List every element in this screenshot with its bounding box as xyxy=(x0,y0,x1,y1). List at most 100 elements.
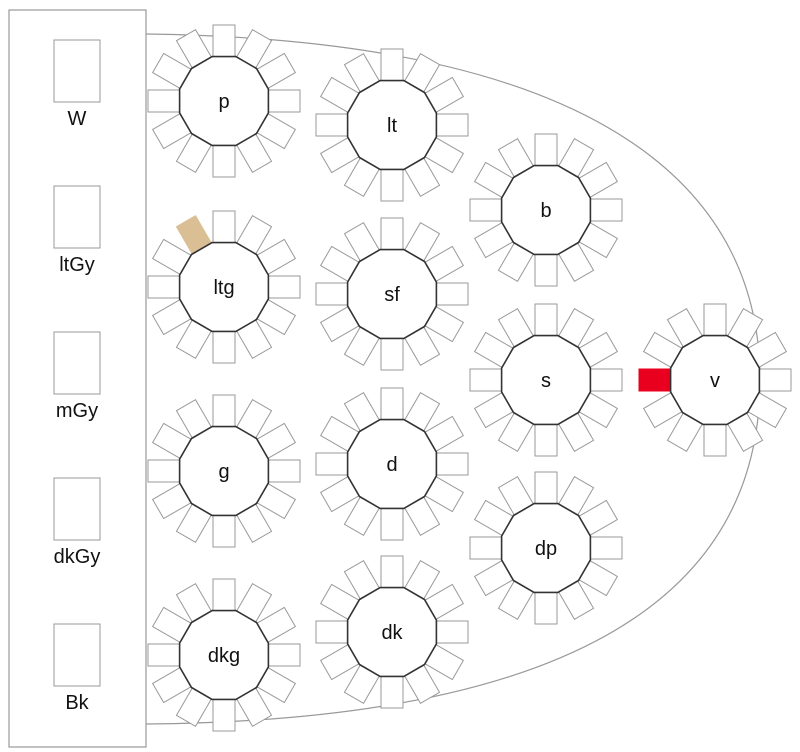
table-label: v xyxy=(710,370,720,392)
seat-lt-10[interactable] xyxy=(315,113,349,137)
seat-p-7[interactable] xyxy=(212,144,236,178)
table-top[interactable] xyxy=(178,55,270,147)
stage-slot-label: ltGy xyxy=(59,254,95,276)
table-top[interactable] xyxy=(669,334,761,426)
table-label: ltg xyxy=(213,277,234,299)
seat-dkg-10[interactable] xyxy=(147,643,181,667)
table-d: d xyxy=(315,387,469,541)
seat-sf-10[interactable] xyxy=(315,282,349,306)
seat-ltg-1[interactable] xyxy=(212,210,236,244)
table-label: d xyxy=(386,454,397,476)
seat-s-4[interactable] xyxy=(589,368,623,392)
table-top[interactable] xyxy=(346,248,438,340)
table-top[interactable] xyxy=(500,502,592,594)
seat-b-1[interactable] xyxy=(534,133,558,167)
stage-slot-label: W xyxy=(68,108,87,130)
seat-p-4[interactable] xyxy=(267,89,301,113)
seat-sf-1[interactable] xyxy=(380,217,404,251)
table-b: b xyxy=(469,133,623,287)
table-top[interactable] xyxy=(178,609,270,701)
table-dk: dk xyxy=(315,555,469,709)
seat-dkg-1[interactable] xyxy=(212,578,236,612)
seat-dp-10[interactable] xyxy=(469,536,503,560)
stage-slot-box[interactable] xyxy=(53,185,101,249)
seat-sf-4[interactable] xyxy=(435,282,469,306)
table-label: dk xyxy=(381,622,403,644)
seat-lt-7[interactable] xyxy=(380,168,404,202)
stage-slot-label: Bk xyxy=(65,692,89,714)
seat-dk-7[interactable] xyxy=(380,675,404,709)
seat-d-1[interactable] xyxy=(380,387,404,421)
stage-slot-box[interactable] xyxy=(53,331,101,395)
table-ltg: ltg xyxy=(147,210,301,364)
seat-g-7[interactable] xyxy=(212,514,236,548)
seat-v-4[interactable] xyxy=(758,368,792,392)
table-top[interactable] xyxy=(346,586,438,678)
seat-dkg-4[interactable] xyxy=(267,643,301,667)
seat-b-4[interactable] xyxy=(589,198,623,222)
seat-lt-1[interactable] xyxy=(380,48,404,82)
stage-slot-box[interactable] xyxy=(53,39,101,103)
table-top[interactable] xyxy=(178,425,270,517)
seat-g-10[interactable] xyxy=(147,459,181,483)
seat-d-7[interactable] xyxy=(380,507,404,541)
table-v: v xyxy=(638,303,792,457)
seat-dkg-7[interactable] xyxy=(212,698,236,732)
table-label: lt xyxy=(387,115,397,137)
table-label: s xyxy=(541,370,551,392)
seat-dp-4[interactable] xyxy=(589,536,623,560)
seat-dp-7[interactable] xyxy=(534,591,558,625)
table-top[interactable] xyxy=(178,241,270,333)
stage-slot-ltGy[interactable]: ltGy xyxy=(53,185,101,276)
seat-s-10[interactable] xyxy=(469,368,503,392)
stage-slot-dkGy[interactable]: dkGy xyxy=(53,477,101,568)
stage-slot-box[interactable] xyxy=(53,623,101,687)
seat-v-10[interactable] xyxy=(638,368,672,392)
table-top[interactable] xyxy=(346,418,438,510)
seat-dk-4[interactable] xyxy=(435,620,469,644)
stage-slot-W[interactable]: W xyxy=(53,39,101,130)
seat-b-10[interactable] xyxy=(469,198,503,222)
table-s: s xyxy=(469,303,623,457)
table-top[interactable] xyxy=(346,79,438,171)
seat-dk-1[interactable] xyxy=(380,555,404,589)
seat-d-10[interactable] xyxy=(315,452,349,476)
table-g: g xyxy=(147,394,301,548)
seat-p-10[interactable] xyxy=(147,89,181,113)
table-label: sf xyxy=(384,284,400,306)
table-lt: lt xyxy=(315,48,469,202)
seat-s-1[interactable] xyxy=(534,303,558,337)
stage-slot-box[interactable] xyxy=(53,477,101,541)
table-group: p ltg g dkg lt sf d dk b s dp v xyxy=(147,24,792,732)
seat-sf-7[interactable] xyxy=(380,337,404,371)
table-label: g xyxy=(218,461,229,483)
stage-slot-mGy[interactable]: mGy xyxy=(53,331,101,422)
seat-ltg-7[interactable] xyxy=(212,330,236,364)
table-sf: sf xyxy=(315,217,469,371)
seat-dk-10[interactable] xyxy=(315,620,349,644)
table-dp: dp xyxy=(469,471,623,625)
seat-v-7[interactable] xyxy=(703,423,727,457)
seat-v-1[interactable] xyxy=(703,303,727,337)
table-top[interactable] xyxy=(500,334,592,426)
seat-g-4[interactable] xyxy=(267,459,301,483)
stage-slot-label: dkGy xyxy=(54,546,101,568)
table-dkg: dkg xyxy=(147,578,301,732)
table-p: p xyxy=(147,24,301,178)
table-label: p xyxy=(218,91,229,113)
stage-slot-Bk[interactable]: Bk xyxy=(53,623,101,714)
seat-dp-1[interactable] xyxy=(534,471,558,505)
seat-g-1[interactable] xyxy=(212,394,236,428)
seat-s-7[interactable] xyxy=(534,423,558,457)
seat-p-1[interactable] xyxy=(212,24,236,58)
seat-ltg-10[interactable] xyxy=(147,275,181,299)
seat-lt-4[interactable] xyxy=(435,113,469,137)
table-label: dp xyxy=(535,538,557,560)
seat-ltg-4[interactable] xyxy=(267,275,301,299)
seat-b-7[interactable] xyxy=(534,253,558,287)
table-top[interactable] xyxy=(500,164,592,256)
seat-d-4[interactable] xyxy=(435,452,469,476)
